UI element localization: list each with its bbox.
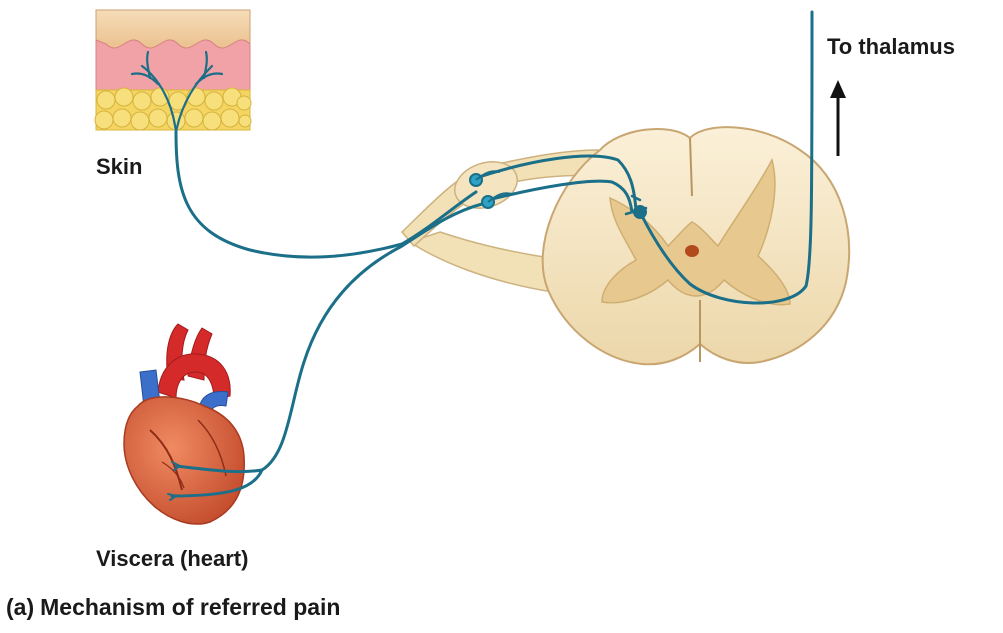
skin-label: Skin — [96, 156, 142, 178]
viscera-label: Viscera (heart) — [96, 548, 248, 570]
spinal-cord — [402, 127, 849, 364]
figure-caption: (a)Mechanism of referred pain — [6, 596, 340, 619]
arrow-up-icon — [830, 80, 846, 156]
thalamus-label: To thalamus — [827, 36, 955, 58]
heart — [124, 324, 244, 524]
caption-text: Mechanism of referred pain — [40, 594, 340, 620]
caption-letter: (a) — [6, 594, 34, 620]
